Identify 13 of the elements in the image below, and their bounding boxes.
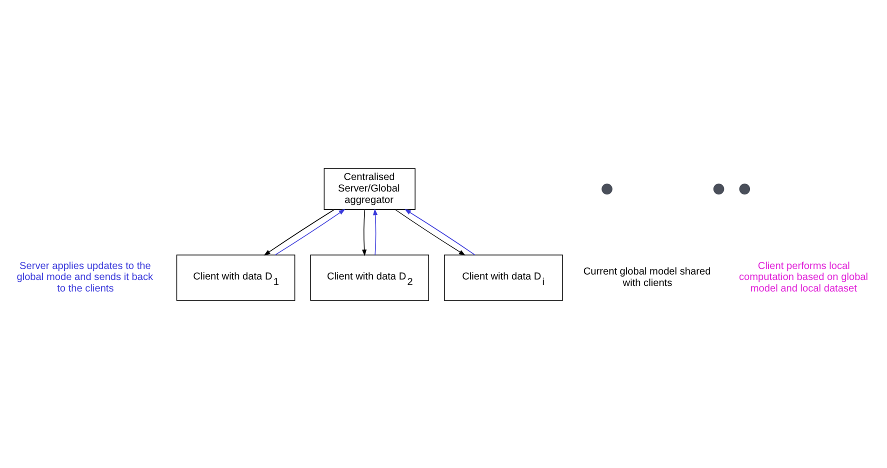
label: Client performs local computation based on global model and local dataset (738, 260, 868, 294)
arrow (362, 208, 367, 256)
arrow (274, 208, 346, 255)
node-circle (602, 183, 612, 194)
arrow (394, 208, 466, 256)
arrow (264, 208, 335, 256)
label: Current global model shared with clients (583, 266, 711, 288)
node-circle (739, 183, 750, 194)
arrow (372, 208, 378, 255)
arrow (404, 208, 476, 255)
label: Server applies updates to the global mode and sends it back to the clients (16, 260, 154, 294)
node-box: Centralised Server/Global aggregator (324, 168, 416, 210)
node-circle (713, 183, 724, 194)
